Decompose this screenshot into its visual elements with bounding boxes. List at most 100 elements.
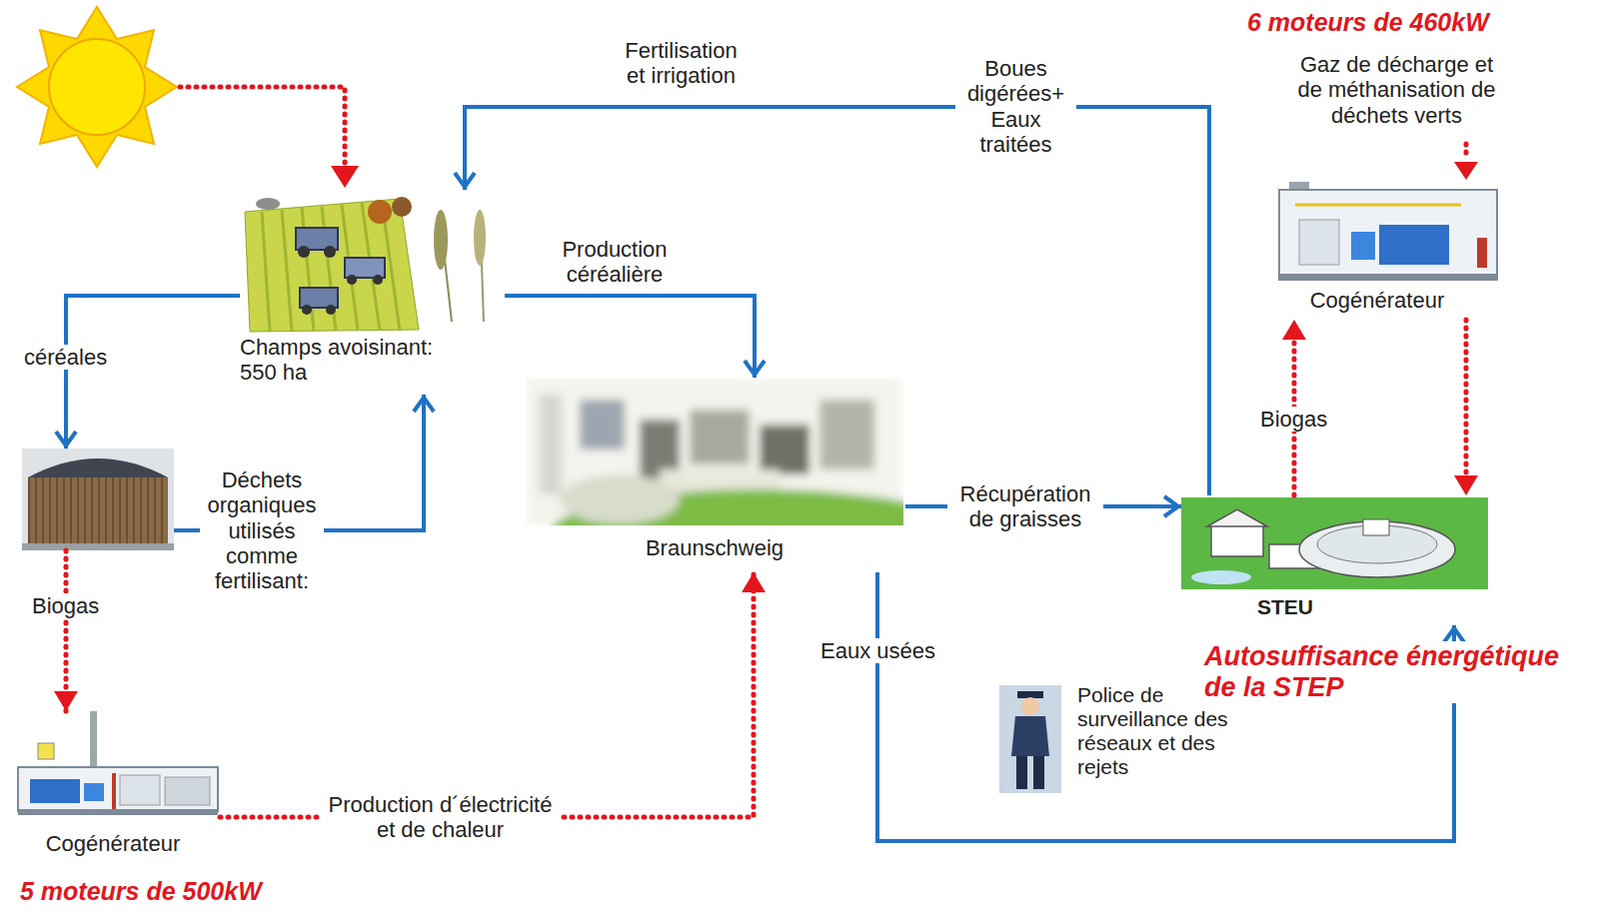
- edge-label: Boues digérées+ Eaux traitées: [955, 55, 1077, 157]
- edge-label: Production céréalière: [546, 236, 683, 288]
- energy-flow-arrow: [1454, 319, 1479, 496]
- cogenerator-illustration: [1295, 203, 1462, 207]
- cogenerator-node: Cogénérateur: [17, 711, 220, 862]
- cogenerator-illustration: [1279, 181, 1498, 280]
- highlight-note: Autosuffisance énergétique de la STEP: [1204, 641, 1580, 704]
- edge-label: céréales: [20, 344, 110, 370]
- arrow-head: [1454, 475, 1479, 496]
- digester-illustration: [21, 448, 174, 551]
- wastewater-plant-illustration: [1211, 524, 1264, 557]
- sun-icon: [16, 6, 177, 167]
- field-illustration: [244, 198, 419, 332]
- gas-input-arrow: [1454, 143, 1479, 180]
- city-illustration: [759, 424, 810, 475]
- edge-label: Déchets organiques utilisés comme fertil…: [199, 467, 324, 594]
- sunlight-arrow: [330, 165, 359, 188]
- material-flow-arrow: [877, 572, 1465, 842]
- cogenerator-illustration: [1379, 224, 1450, 265]
- gas-input-arrow: [1464, 143, 1470, 160]
- police-officer-icon: [999, 685, 1062, 794]
- arrow-head: [1444, 628, 1465, 643]
- cogenerator-illustration: [1351, 231, 1376, 260]
- node-label: Champs avoisinant: 550 ha: [239, 334, 455, 386]
- edge-label: Biogas: [1257, 406, 1331, 432]
- connector-line: [219, 572, 754, 818]
- police-officer-icon: [999, 685, 1062, 794]
- connector-line: [1464, 319, 1470, 496]
- field-illustration: [255, 197, 280, 210]
- edge-label: Biogas: [28, 593, 102, 619]
- annotation-label: Fertilisation et irrigation: [618, 37, 744, 89]
- police-node: Police de surveillance des réseaux et de…: [999, 679, 1240, 800]
- connector-line: [504, 295, 755, 378]
- city-illustration: [579, 399, 625, 450]
- sun-icon: [16, 6, 177, 167]
- field-illustration: [261, 200, 400, 331]
- wastewater-plant-node: STEU: [1181, 495, 1489, 626]
- digester-illustration: [27, 477, 168, 544]
- edge-label: Eaux usées: [817, 638, 939, 664]
- edge-label: Récupération de graisses: [947, 481, 1104, 533]
- city-illustration: [819, 399, 875, 470]
- police-officer-icon: [1033, 756, 1045, 790]
- node-label: Cogénérateur: [17, 831, 208, 857]
- power-rating-note: 5 moteurs de 500kW: [19, 877, 262, 907]
- arrow-head: [55, 431, 76, 446]
- cogenerator-illustration: [1279, 189, 1498, 280]
- node-label: STEU: [1235, 595, 1336, 620]
- wheat-stalks: [433, 209, 448, 270]
- arrow-head: [1282, 319, 1307, 340]
- city-illustration: [689, 409, 750, 465]
- sun-icon: [48, 38, 145, 135]
- annotation-label: Gaz de décharge et de méthanisation de d…: [1289, 51, 1505, 128]
- field-illustration: [244, 196, 419, 332]
- wastewater-plant-illustration: [1181, 497, 1489, 590]
- digester-illustration: [21, 448, 174, 551]
- gas-input-arrow: [1454, 161, 1479, 180]
- digester-illustration: [21, 543, 174, 551]
- field-node: Champs avoisinant: 550 ha: [239, 189, 505, 395]
- wastewater-plant-illustration: [1191, 570, 1252, 585]
- police-officer-icon: [1016, 756, 1028, 790]
- material-flow-arrow: [504, 295, 765, 378]
- connector-line: [63, 550, 69, 712]
- edge-label: Production d´électricité et de chaleur: [319, 792, 561, 844]
- arrow-head: [413, 397, 434, 412]
- connector-line: [65, 295, 240, 449]
- cogenerator-illustration: [37, 743, 54, 760]
- sunlight-arrow: [179, 86, 345, 168]
- city-node: Braunschweig: [525, 377, 906, 573]
- cogenerator-illustration: [119, 775, 160, 806]
- node-label: Braunschweig: [525, 535, 904, 561]
- cogenerator-illustration: [111, 773, 116, 810]
- power-rating-note: 6 moteurs de 460kW: [1247, 7, 1490, 37]
- cogenerator-illustration: [83, 783, 104, 802]
- cogenerator-illustration: [89, 711, 97, 768]
- arrow-head: [741, 572, 766, 593]
- digester-node: [21, 448, 174, 551]
- material-flow-arrow: [55, 295, 240, 449]
- connector-line: [464, 106, 1210, 496]
- wheat-stalks: [433, 209, 486, 322]
- cogenerator-illustration: [1279, 273, 1498, 280]
- wastewater-plant-illustration: [1207, 509, 1268, 527]
- city-illustration: [525, 377, 904, 526]
- cogenerator-illustration: [17, 809, 218, 816]
- cogenerator-illustration: [1477, 237, 1488, 268]
- field-illustration: [367, 199, 392, 224]
- material-flow-arrow: [454, 106, 1210, 496]
- cogenerator-illustration: [17, 711, 218, 816]
- police-officer-icon: [1011, 716, 1050, 757]
- wastewater-plant-illustration: [1181, 497, 1489, 590]
- field-illustration: [372, 274, 383, 285]
- cogenerator-illustration: [164, 777, 210, 806]
- arrow-head: [744, 360, 765, 375]
- city-illustration: [559, 474, 680, 525]
- node-label: Cogénérateur: [1277, 287, 1478, 313]
- energy-flow-arrow: [53, 550, 78, 712]
- wastewater-plant-illustration: [1363, 519, 1390, 536]
- city-illustration: [525, 377, 904, 526]
